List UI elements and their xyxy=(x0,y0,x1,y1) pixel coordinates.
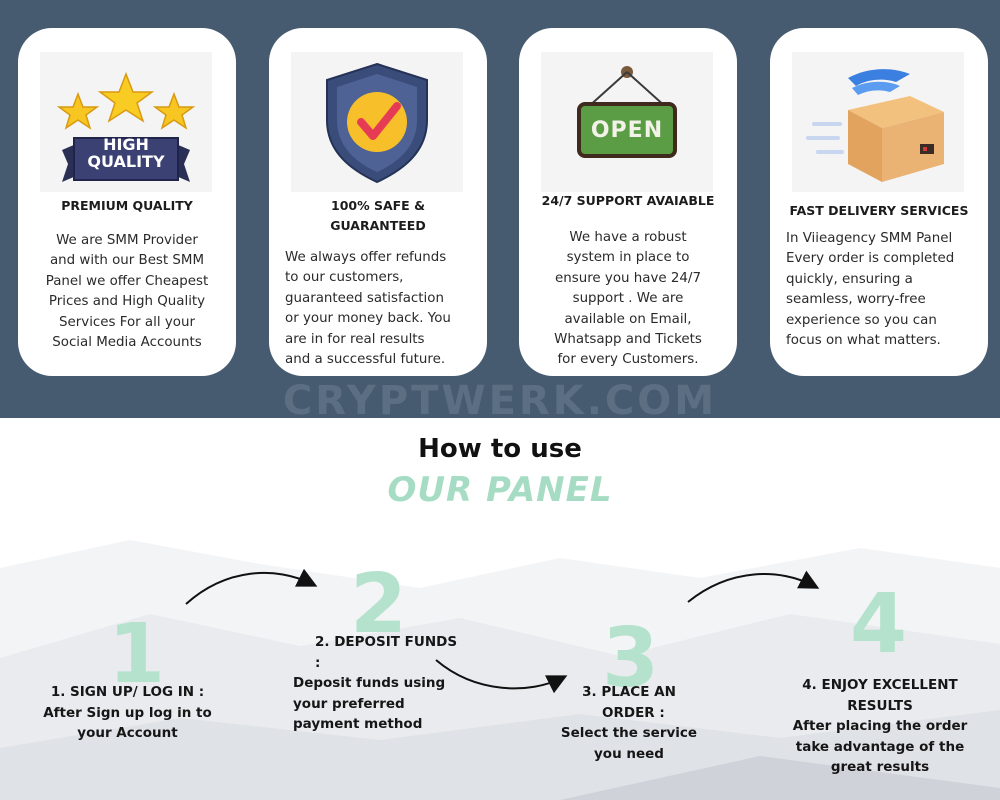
step-line: your preferred xyxy=(293,695,405,712)
badge-text: HIGH QUALITY xyxy=(40,136,212,170)
card-line: Panel we offer Cheapest xyxy=(45,273,209,289)
how-to-use-section: How to use OUR PANEL 1 2 3 4 1. SIGN UP/… xyxy=(0,418,1000,800)
card-description: We have a robust system in place to ensu… xyxy=(535,228,721,371)
shield-image xyxy=(291,52,463,192)
card-line: ensure you have 24/7 xyxy=(555,270,701,286)
flying-box-icon xyxy=(806,69,944,182)
section-subtitle: OUR PANEL xyxy=(387,470,613,510)
card-line: focus on what matters. xyxy=(786,333,941,349)
section-title: How to use xyxy=(418,434,582,464)
card-line: Prices and High Quality xyxy=(48,294,206,310)
card-description: We always offer refunds to our customers… xyxy=(285,248,471,370)
step-line: great results xyxy=(830,759,930,775)
step-1-description: 1. SIGN UP/ LOG IN : After Sign up log i… xyxy=(40,682,215,744)
card-line: or your money back. You xyxy=(285,311,451,327)
arrow-3-to-4 xyxy=(687,570,820,603)
card-line: quickly, ensuring a xyxy=(786,271,913,287)
shield-check-icon xyxy=(326,62,428,184)
step-number-3: 3 xyxy=(602,611,660,706)
card-line: We are SMM Provider xyxy=(56,233,198,248)
card-line: experience so you can xyxy=(786,312,937,328)
card-line: Every order is completed xyxy=(786,251,955,267)
card-line: available on Email, xyxy=(564,311,692,327)
step-number-4: 4 xyxy=(850,577,908,672)
feature-card-support: OPEN 24/7 SUPPORT AVAIABLE We have a rob… xyxy=(519,28,737,376)
card-title: 24/7 SUPPORT AVAIABLE xyxy=(541,193,715,208)
step-line: payment method xyxy=(293,716,423,732)
card-description: We are SMM Provider and with our Best SM… xyxy=(34,231,220,353)
step-heading: 1. SIGN UP/ LOG IN : xyxy=(50,684,205,700)
card-line: guaranteed satisfaction xyxy=(285,290,444,306)
open-sign-icon xyxy=(577,66,677,158)
step-number-2: 2 xyxy=(350,557,408,652)
card-title-line: 100% SAFE & xyxy=(331,198,425,213)
arrow-2-to-3 xyxy=(435,659,568,694)
card-line: to our customers, xyxy=(285,270,404,286)
card-line: are in for real results xyxy=(285,331,425,347)
stars-badge-icon xyxy=(56,71,196,182)
features-section: HIGH QUALITY PREMIUM QUALITY We are SMM … xyxy=(0,0,1000,418)
card-title-line: GUARANTEED xyxy=(330,218,426,233)
delivery-box-image xyxy=(792,52,964,192)
step-line: After placing the order xyxy=(792,718,968,734)
step-2-description: 2. DEPOSIT FUNDS : Deposit funds using y… xyxy=(293,632,463,735)
card-line: seamless, worry-free xyxy=(786,292,926,308)
watermark: CRYPTWERK.COM xyxy=(282,378,718,424)
card-line: Whatsapp and Tickets xyxy=(554,332,702,348)
step-line: Select the service xyxy=(560,725,698,741)
step-heading: 4. ENJOY EXCELLENT xyxy=(802,677,958,693)
arrow-1-to-2 xyxy=(185,568,318,605)
feature-card-premium-quality: HIGH QUALITY PREMIUM QUALITY We are SMM … xyxy=(18,28,236,376)
card-title: PREMIUM QUALITY xyxy=(61,198,193,213)
card-line: and with our Best SMM xyxy=(49,253,205,269)
card-line: Services For all your xyxy=(59,314,195,330)
feature-card-fast-delivery: FAST DELIVERY SERVICES In Viieagency SMM… xyxy=(770,28,988,376)
step-line: Deposit funds using xyxy=(293,675,446,691)
step-3-description: 3. PLACE AN ORDER : Select the service y… xyxy=(554,682,704,764)
step-4-description: 4. ENJOY EXCELLENT RESULTS After placing… xyxy=(792,675,968,778)
card-title: 100% SAFE & GUARANTEED xyxy=(283,196,473,236)
step-number-1: 1 xyxy=(108,607,166,702)
step-heading: 3. PLACE AN xyxy=(582,684,676,700)
badge-line-2: QUALITY xyxy=(87,152,165,171)
card-line: Social Media Accounts xyxy=(52,335,202,351)
mountain-background xyxy=(0,540,1000,800)
feature-card-safe-guaranteed: 100% SAFE & GUARANTEED We always offer r… xyxy=(269,28,487,376)
card-line: system in place to xyxy=(566,250,690,266)
card-line: and a successful future. xyxy=(285,352,446,368)
card-line: We have a robust xyxy=(569,230,687,245)
step-line: take advantage of the xyxy=(795,738,965,755)
card-line: for every Customers. xyxy=(557,352,699,368)
open-sign-image: OPEN xyxy=(541,52,713,192)
badge-line-1: HIGH xyxy=(103,135,149,154)
step-line: you need xyxy=(594,745,664,762)
step-heading: RESULTS xyxy=(847,697,913,714)
step-line: After Sign up log in to xyxy=(43,704,212,721)
card-line: In Viieagency SMM Panel xyxy=(786,231,953,246)
card-description: In Viieagency SMM Panel Every order is c… xyxy=(786,229,972,351)
card-title: FAST DELIVERY SERVICES xyxy=(789,203,969,218)
step-line: your Account xyxy=(77,725,178,741)
step-heading: 2. DEPOSIT FUNDS : xyxy=(315,634,458,671)
card-line: We always offer refunds xyxy=(285,250,447,265)
step-heading: ORDER : xyxy=(602,704,665,721)
sign-text: OPEN xyxy=(590,118,664,143)
high-quality-badge-image: HIGH QUALITY xyxy=(40,52,212,192)
card-line: support . We are xyxy=(572,291,684,307)
